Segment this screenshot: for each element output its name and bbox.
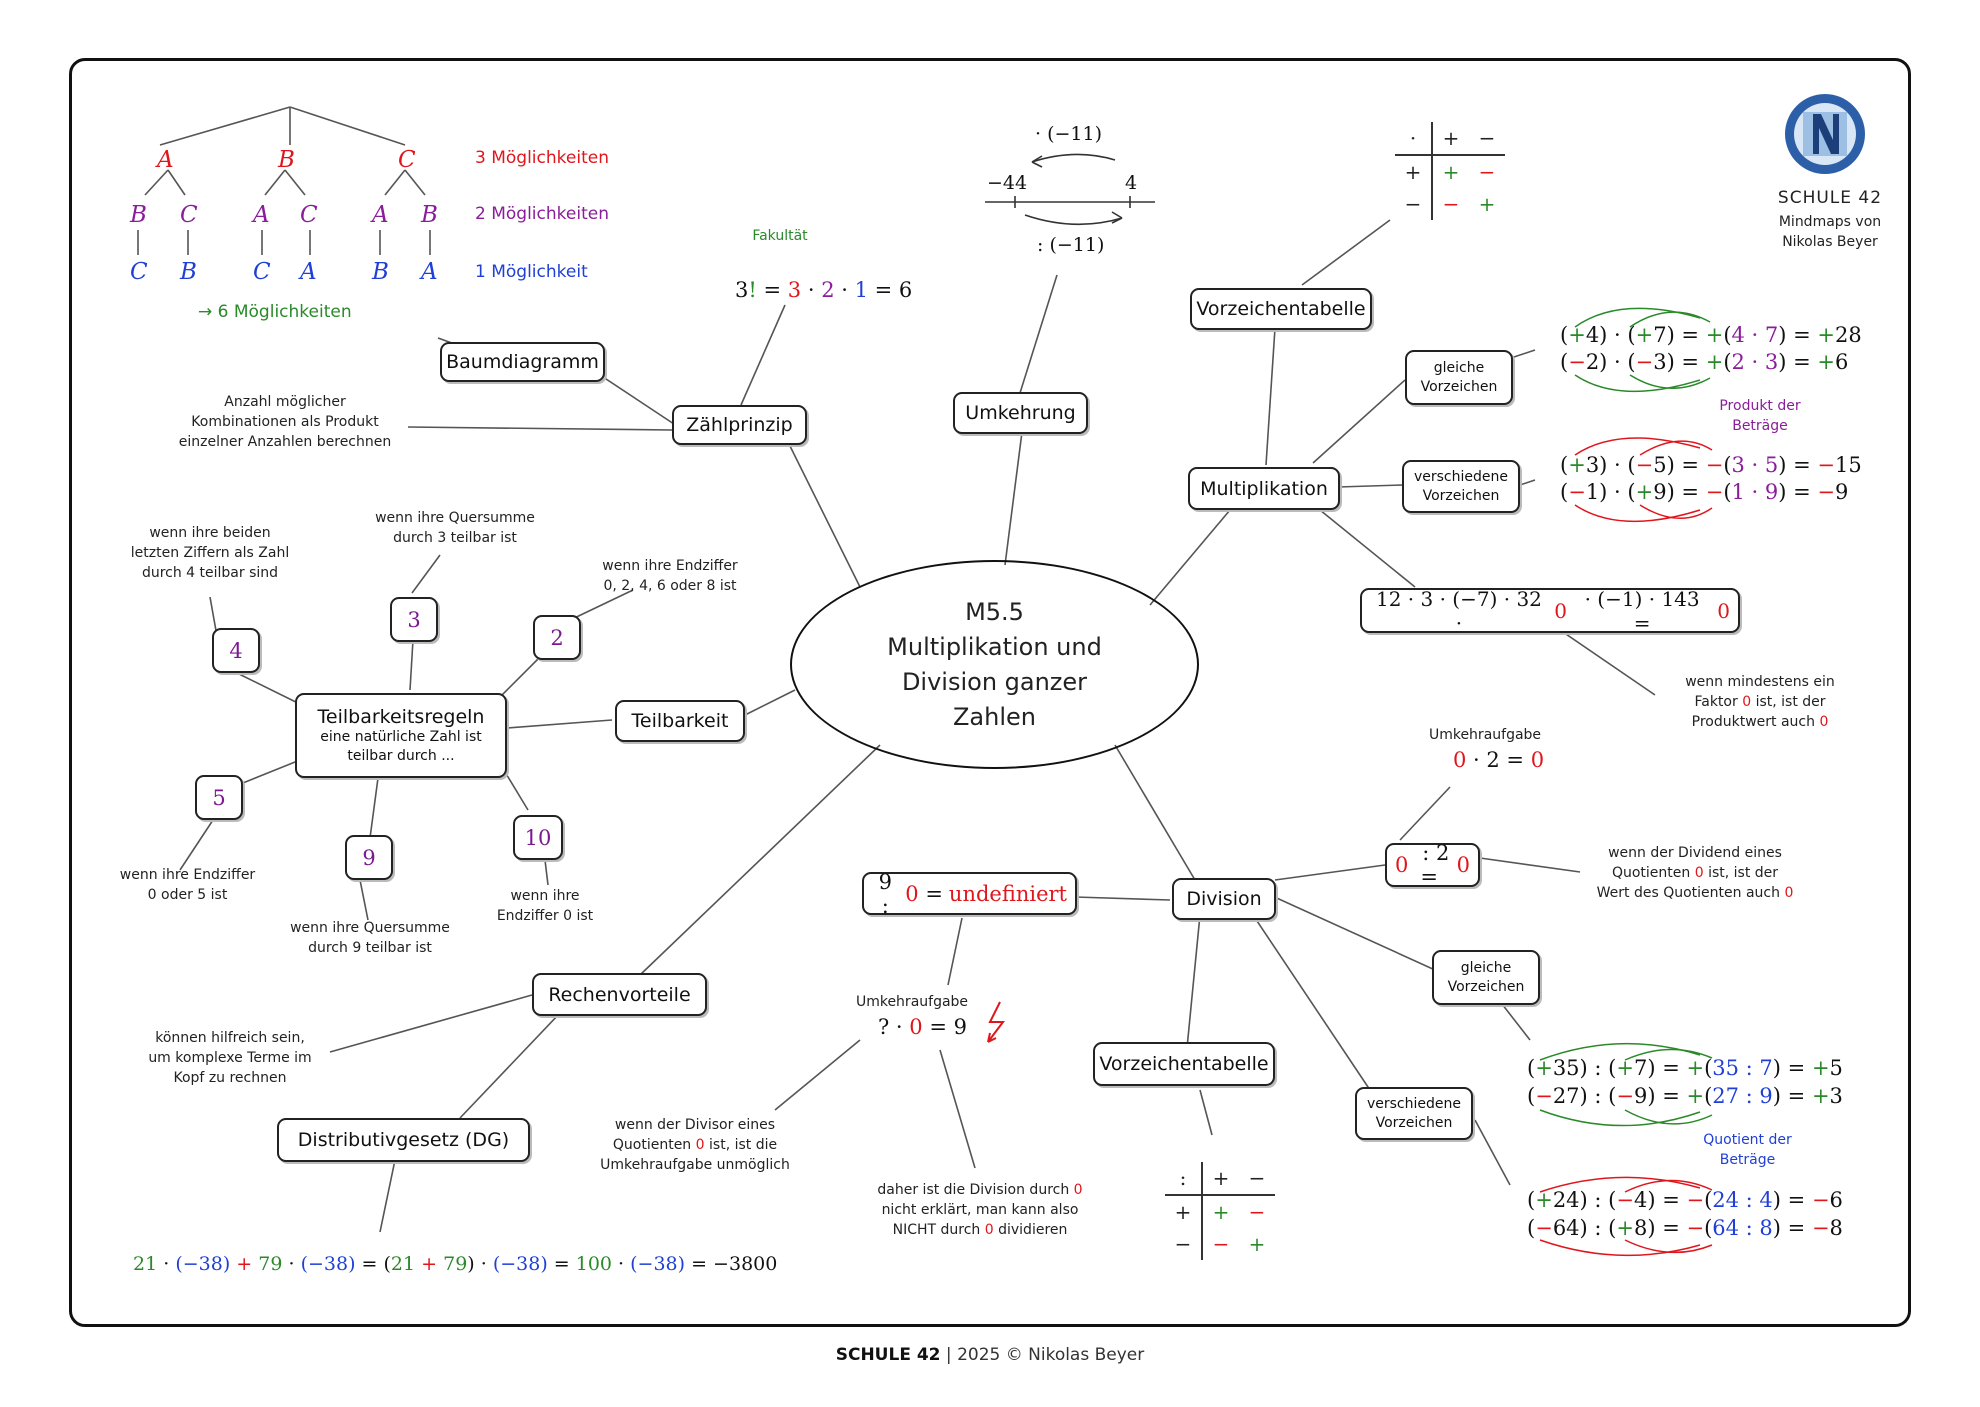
tree-l2-2: C xyxy=(180,202,198,228)
teilbarkeitsregeln-sub: eine natürliche Zahl ist teilbar durch .… xyxy=(320,728,482,764)
tree-label-3: 3 Möglichkeiten xyxy=(475,148,609,168)
node-distributivgesetz: Distributivgesetz (DG) xyxy=(277,1118,530,1162)
divisor-10: 10 xyxy=(513,815,563,860)
tree-l2-4: C xyxy=(300,202,318,228)
rule-9: wenn ihre Quersumme durch 9 teilbar ist xyxy=(290,920,450,956)
tree-l3-6: A xyxy=(421,259,438,285)
header-sub1: Mindmaps von xyxy=(1778,214,1882,230)
mult-diff-2: (−1) · (+9) = −(1 · 9) = −9 xyxy=(1560,480,1849,504)
divisor-9: 9 xyxy=(345,835,393,880)
node-baumdiagramm: Baumdiagramm xyxy=(440,342,605,382)
rule-2: wenn ihre Endziffer 0, 2, 4, 6 oder 8 is… xyxy=(602,558,738,594)
teilbarkeitsregeln-title: Teilbarkeitsregeln xyxy=(317,705,485,728)
fakultaet-formula: 3! = 3 · 2 · 1 = 6 xyxy=(735,278,913,302)
tree-l1-b: B xyxy=(278,147,295,173)
rechenvorteile-note: können hilfreich sein, um komplexe Terme… xyxy=(148,1030,312,1086)
div-diff-2: (−64) : (+8) = −(64 : 8) = −8 xyxy=(1527,1216,1843,1240)
umkehrung-div: : (−11) xyxy=(1037,234,1105,256)
zero-product-example: 12 · 3 · (−7) · 32 · 0 · (−1) · 143 = 0 xyxy=(1360,587,1740,635)
sign-table-div: :+− ++− −−+ xyxy=(1165,1162,1275,1260)
div-zero-umkehraufgabe-label: Umkehraufgabe xyxy=(1428,727,1542,743)
mult-same-1: (+4) · (+7) = +(4 · 7) = +28 xyxy=(1560,323,1862,347)
school-name: SCHULE 42 xyxy=(1777,188,1883,208)
tree-l3-2: B xyxy=(180,259,197,285)
node-vorzeichentabelle-mult: Vorzeichentabelle xyxy=(1190,288,1372,330)
rule-10: wenn ihre Endziffer 0 ist xyxy=(496,888,594,924)
tree-label-1: 1 Möglichkeit xyxy=(475,262,588,282)
mult-diff-1: (+3) · (−5) = −(3 · 5) = −15 xyxy=(1560,453,1862,477)
node-zaehlprinzip: Zählprinzip xyxy=(672,405,807,445)
node-teilbarkeitsregeln: Teilbarkeitsregeln eine natürliche Zahl … xyxy=(295,693,507,778)
rule-3: wenn ihre Quersumme durch 3 teilbar ist xyxy=(375,510,535,546)
zero-dividend-box: 0 : 2 = 0 xyxy=(1385,841,1480,889)
produkt-betraege-note: Produkt der Beträge xyxy=(1719,398,1801,434)
mult-same-2: (−2) · (−3) = +(2 · 3) = +6 xyxy=(1560,350,1849,374)
fakultaet-label: Fakultät xyxy=(752,228,808,244)
divisor-3: 3 xyxy=(390,597,438,642)
sign-table-mult: ·+− ++− −−+ xyxy=(1395,122,1505,220)
div-same-1: (+35) : (+7) = +(35 : 7) = +5 xyxy=(1527,1056,1843,1080)
umkehrung-right-value: 4 xyxy=(1125,172,1138,194)
divisor-4: 4 xyxy=(212,628,260,673)
node-umkehrung: Umkehrung xyxy=(953,392,1088,434)
distributive-example: 21 · (−38) + 79 · (−38) = (21 + 79) · (−… xyxy=(133,1253,778,1275)
div-by-zero-box: 9 : 0 = undefiniert xyxy=(862,870,1077,918)
quotient-betraege-note: Quotient der Beträge xyxy=(1703,1132,1792,1168)
umkehrung-left-value: −44 xyxy=(987,172,1028,194)
footer: SCHULE 42 | 2025 © Nikolas Beyer xyxy=(835,1345,1145,1365)
umkehrung-mult: · (−11) xyxy=(1035,123,1103,145)
tree-l2-6: B xyxy=(421,202,438,228)
central-topic-line4: Zahlen xyxy=(952,702,1036,731)
tree-l3-1: C xyxy=(130,259,148,285)
div-zero-check: 0 · 2 = 0 xyxy=(1453,748,1545,772)
node-multiplikation: Multiplikation xyxy=(1188,467,1340,510)
node-vorzeichentabelle-div: Vorzeichentabelle xyxy=(1093,1042,1275,1086)
node-division: Division xyxy=(1172,878,1276,920)
tree-l2-1: B xyxy=(130,202,147,228)
node-gleiche-vorzeichen: gleiche Vorzeichen xyxy=(1405,350,1513,405)
div-umkehraufgabe-formula: ? · 0 = 9 xyxy=(878,1015,967,1039)
zaehlprinzip-note: Anzahl möglicher Kombinationen als Produ… xyxy=(178,394,392,450)
tree-result: → 6 Möglichkeiten xyxy=(198,302,352,322)
header-sub2: Nikolas Beyer xyxy=(1782,234,1878,250)
tree-l2-5: A xyxy=(372,202,389,228)
node-teilbarkeit: Teilbarkeit xyxy=(615,700,745,742)
tree-l1-c: C xyxy=(398,147,416,173)
tree-label-2: 2 Möglichkeiten xyxy=(475,204,609,224)
node-gleiche-vorzeichen-div: gleiche Vorzeichen xyxy=(1432,950,1540,1005)
divisor-2: 2 xyxy=(533,615,581,660)
div-same-2: (−27) : (−9) = +(27 : 9) = +3 xyxy=(1527,1084,1843,1108)
div-diff-1: (+24) : (−4) = −(24 : 4) = −6 xyxy=(1527,1188,1843,1212)
tree-l2-3: A xyxy=(253,202,270,228)
divisor-5: 5 xyxy=(195,775,243,820)
rule-4: wenn ihre beiden letzten Ziffern als Zah… xyxy=(130,525,290,581)
tree-l1-a: A xyxy=(157,147,174,173)
central-topic-line3: Division ganzer xyxy=(901,667,1088,696)
node-verschiedene-vorzeichen: verschiedene Vorzeichen xyxy=(1402,460,1520,513)
div-umkehraufgabe-label: Umkehraufgabe xyxy=(855,994,969,1010)
rule-5: wenn ihre Endziffer 0 oder 5 ist xyxy=(119,867,256,903)
tree-l3-4: A xyxy=(300,259,317,285)
central-topic: M5.5 Multiplikation und Division ganzer … xyxy=(790,560,1199,769)
school-logo xyxy=(1783,92,1867,176)
tree-l3-3: C xyxy=(253,259,271,285)
tree-l3-5: B xyxy=(372,259,389,285)
node-rechenvorteile: Rechenvorteile xyxy=(532,973,707,1016)
central-topic-line1: M5.5 xyxy=(965,597,1024,626)
central-topic-line2: Multiplikation und xyxy=(887,632,1102,661)
node-verschiedene-vorzeichen-div: verschiedene Vorzeichen xyxy=(1355,1087,1473,1140)
